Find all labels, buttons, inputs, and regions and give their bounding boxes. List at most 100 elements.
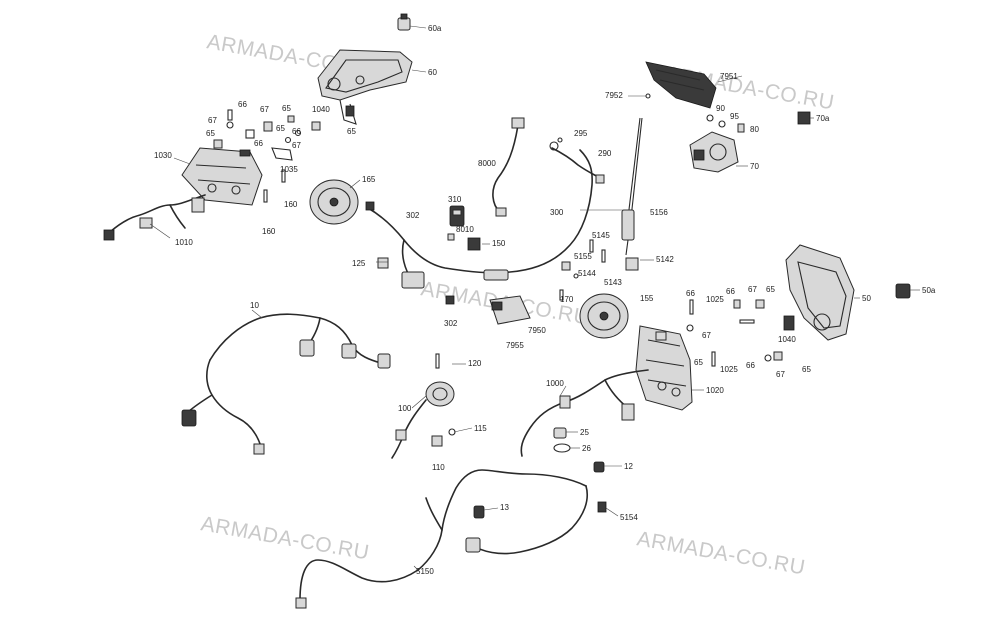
callout-5156: 5156 bbox=[650, 208, 668, 217]
callout-7950: 7950 bbox=[528, 326, 546, 335]
callout-165: 165 bbox=[362, 175, 376, 184]
part-125 bbox=[377, 257, 389, 269]
callout-1030: 1030 bbox=[154, 151, 172, 160]
callout-50: 50 bbox=[862, 294, 871, 303]
callout-8010: 8010 bbox=[456, 225, 474, 234]
callout-67: 67 bbox=[260, 105, 269, 114]
callout-125: 125 bbox=[352, 259, 366, 268]
callout-302: 302 bbox=[444, 319, 458, 328]
part-5154 bbox=[597, 501, 607, 513]
callout-1025: 1025 bbox=[720, 365, 738, 374]
watermark-bottom-right: ARMADA-CO.RU bbox=[635, 527, 807, 579]
callout-295: 295 bbox=[574, 129, 588, 138]
callout-300: 300 bbox=[550, 208, 564, 217]
callout-67: 67 bbox=[292, 141, 301, 150]
callout-65: 65 bbox=[282, 104, 291, 113]
callout-7955: 7955 bbox=[506, 341, 524, 350]
callout-66: 66 bbox=[254, 139, 263, 148]
ring-26 bbox=[553, 443, 571, 453]
callout-5142: 5142 bbox=[656, 255, 674, 264]
callout-65: 65 bbox=[766, 285, 775, 294]
callout-310: 310 bbox=[448, 195, 462, 204]
screw-7952 bbox=[645, 93, 651, 99]
cable-5150 bbox=[295, 469, 588, 609]
callout-70a: 70a bbox=[816, 114, 830, 123]
callout-67: 67 bbox=[208, 116, 217, 125]
callout-5144: 5144 bbox=[578, 269, 596, 278]
horn-100 bbox=[391, 381, 455, 459]
callout-115: 115 bbox=[474, 424, 487, 433]
callout-7952: 7952 bbox=[605, 91, 623, 100]
callout-1025: 1025 bbox=[706, 295, 724, 304]
watermark-bottom-left: ARMADA-CO.RU bbox=[199, 512, 371, 564]
antenna-5156 bbox=[621, 117, 643, 256]
cable-8000 bbox=[492, 117, 525, 217]
leader-lines bbox=[149, 25, 920, 571]
callout-1020: 1020 bbox=[706, 386, 724, 395]
callout-100: 100 bbox=[398, 404, 412, 413]
callout-80: 80 bbox=[750, 125, 759, 134]
small-parts-70 bbox=[706, 111, 811, 133]
callout-66: 66 bbox=[238, 100, 247, 109]
part-13 bbox=[473, 505, 485, 519]
callout-290: 290 bbox=[598, 149, 612, 158]
part-12 bbox=[593, 461, 605, 473]
unit-7950 bbox=[489, 295, 531, 325]
callout-25: 25 bbox=[580, 428, 589, 437]
callout-50a: 50a bbox=[922, 286, 936, 295]
small-parts-center bbox=[559, 239, 639, 301]
callout-labels: 60a 60 66 67 65 1040 67 65 65 66 66 67 6… bbox=[154, 24, 936, 576]
callout-110: 110 bbox=[432, 463, 445, 472]
callout-65: 65 bbox=[276, 124, 285, 133]
callout-66: 66 bbox=[292, 127, 301, 136]
cable-290 bbox=[549, 137, 605, 184]
callout-7951: 7951 bbox=[720, 72, 738, 81]
speaker-155 bbox=[579, 293, 629, 339]
grommet-25 bbox=[553, 427, 567, 439]
callout-70: 70 bbox=[750, 162, 759, 171]
light-bar-7951 bbox=[645, 61, 717, 109]
callout-5150: 5150 bbox=[416, 567, 434, 576]
callout-67: 67 bbox=[702, 331, 711, 340]
callout-1000: 1000 bbox=[546, 379, 564, 388]
callout-5154: 5154 bbox=[620, 513, 638, 522]
callout-65: 65 bbox=[206, 129, 215, 138]
bracket-1020 bbox=[635, 325, 693, 411]
clip-1035 bbox=[271, 147, 293, 161]
callout-12: 12 bbox=[624, 462, 633, 471]
bulb-socket-50a bbox=[895, 283, 911, 299]
speaker-165 bbox=[309, 179, 359, 225]
callout-65: 65 bbox=[347, 127, 356, 136]
callout-65: 65 bbox=[694, 358, 703, 367]
callout-95: 95 bbox=[730, 112, 739, 121]
callout-5143: 5143 bbox=[604, 278, 622, 287]
headlight-upper bbox=[317, 49, 413, 125]
callout-60a: 60a bbox=[428, 24, 442, 33]
callout-1035: 1035 bbox=[280, 165, 298, 174]
callout-90: 90 bbox=[716, 104, 725, 113]
bulb-socket-60a bbox=[397, 13, 411, 31]
callout-155: 155 bbox=[640, 294, 654, 303]
callout-302: 302 bbox=[406, 211, 420, 220]
callout-26: 26 bbox=[582, 444, 591, 453]
callout-10: 10 bbox=[250, 301, 259, 310]
part-8010 bbox=[447, 233, 455, 241]
callout-170: 170 bbox=[560, 295, 574, 304]
callout-66: 66 bbox=[726, 287, 735, 296]
switch-310 bbox=[449, 205, 465, 227]
harness-10 bbox=[181, 313, 391, 455]
callout-66: 66 bbox=[686, 289, 695, 298]
harness-1010 bbox=[103, 194, 206, 241]
callout-8000: 8000 bbox=[478, 159, 496, 168]
parts-drawings bbox=[103, 13, 911, 609]
bracket-1030 bbox=[181, 147, 263, 206]
headlight-module-70 bbox=[689, 131, 739, 173]
callout-5145: 5145 bbox=[592, 231, 610, 240]
callout-5155: 5155 bbox=[574, 252, 592, 261]
callout-150: 150 bbox=[492, 239, 506, 248]
callout-13: 13 bbox=[500, 503, 509, 512]
bracket-110 bbox=[431, 435, 443, 447]
small-parts-right bbox=[686, 299, 783, 367]
part-302b bbox=[445, 295, 455, 305]
